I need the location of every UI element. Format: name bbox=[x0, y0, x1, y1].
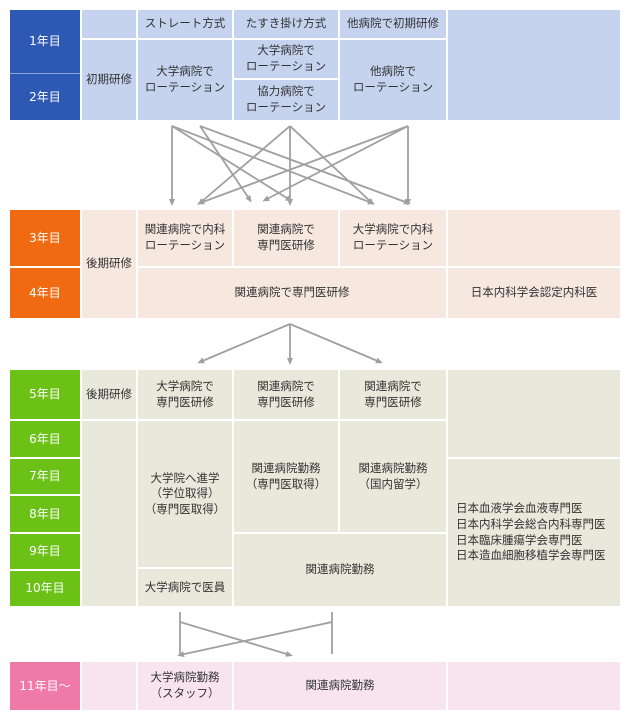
affiliated-specialist-training: 関連病院で 専門医研修 bbox=[234, 210, 338, 266]
year-10: 10年目 bbox=[10, 571, 80, 606]
affiliated-specialist-training-b: 関連病院で 専門医研修 bbox=[340, 370, 446, 419]
affiliated-work-domestic: 関連病院勤務 （国内留学） bbox=[340, 421, 446, 532]
year-3: 3年目 bbox=[10, 210, 80, 266]
arrow-2-to-3a bbox=[199, 125, 252, 203]
arrow-b2-to-5a bbox=[197, 323, 291, 364]
arrow-3-to-3c bbox=[289, 125, 375, 206]
year-2: 2年目 bbox=[29, 89, 61, 104]
year-4: 4年目 bbox=[10, 268, 80, 318]
stage-late-training-2: 後期研修 bbox=[82, 370, 136, 419]
header-other-hospital: 他病院で初期研修 bbox=[340, 10, 446, 38]
year-11-plus: 11年目～ bbox=[10, 662, 80, 710]
year-8: 8年目 bbox=[10, 496, 80, 532]
arrow-3-to-3a bbox=[197, 125, 291, 205]
specialist-certs: 日本血液学会血液専門医 日本内科学会総合内科専門医 日本臨床腫瘍学会専門医 日本… bbox=[448, 459, 620, 606]
stage-initial-training: 初期研修 bbox=[82, 40, 136, 120]
affiliated-specialist-row: 関連病院で専門医研修 bbox=[138, 268, 446, 318]
affiliated-work-specialist: 関連病院勤務 （専門医取得） bbox=[234, 421, 338, 532]
block2-right-empty bbox=[448, 210, 620, 266]
block3-stage-empty bbox=[82, 421, 136, 606]
univ-staff-physician: 大学病院で医員 bbox=[138, 569, 232, 606]
arrow-1-to-3b bbox=[171, 125, 293, 202]
partner-rotation: 協力病院で ローテーション bbox=[234, 80, 338, 120]
year-5: 5年目 bbox=[10, 370, 80, 419]
affiliated-work: 関連病院勤務 bbox=[234, 534, 446, 606]
stage-late-training: 後期研修 bbox=[82, 210, 136, 318]
grad-school: 大学院へ進学 （学位取得） （専門医取得） bbox=[138, 421, 232, 567]
univ-specialist-training: 大学病院で 専門医研修 bbox=[138, 370, 232, 419]
cert-internist: 日本内科学会認定内科医 bbox=[448, 268, 620, 318]
univ-internal-rotation: 大学病院で内科 ローテーション bbox=[340, 210, 446, 266]
block1-right-empty bbox=[448, 10, 620, 120]
year-9: 9年目 bbox=[10, 534, 80, 569]
block4-right-empty bbox=[448, 662, 620, 710]
univ-rotation: 大学病院で ローテーション bbox=[138, 40, 232, 120]
block4-stage-empty bbox=[82, 662, 136, 710]
year-1: 1年目 bbox=[29, 34, 61, 49]
arrow-4-to-3b bbox=[262, 125, 409, 202]
affiliated-internal-rotation: 関連病院で内科 ローテーション bbox=[138, 210, 232, 266]
year-6: 6年目 bbox=[10, 421, 80, 457]
arrow-b3-to-11b bbox=[177, 612, 333, 658]
header-tasukigake: たすき掛け方式 bbox=[234, 10, 338, 38]
block1-corner bbox=[82, 10, 136, 38]
affiliated-work-11: 関連病院勤務 bbox=[234, 662, 446, 710]
affiliated-specialist-training-a: 関連病院で 専門医研修 bbox=[234, 370, 338, 419]
arrow-b3-to-11a bbox=[179, 612, 293, 657]
arrow-1-to-3c bbox=[171, 125, 375, 205]
header-straight: ストレート方式 bbox=[138, 10, 232, 38]
arrow-4-to-3a bbox=[197, 125, 409, 205]
other-hospital-rotation: 他病院で ローテーション bbox=[340, 40, 446, 120]
univ-rotation-tasuki: 大学病院で ローテーション bbox=[234, 40, 338, 78]
year-7: 7年目 bbox=[10, 459, 80, 494]
univ-staff: 大学病院勤務 （スタッフ） bbox=[138, 662, 232, 710]
arrow-b2-to-5c bbox=[289, 323, 383, 364]
block1-year-bg bbox=[10, 10, 80, 120]
block3-right-empty bbox=[448, 370, 620, 457]
